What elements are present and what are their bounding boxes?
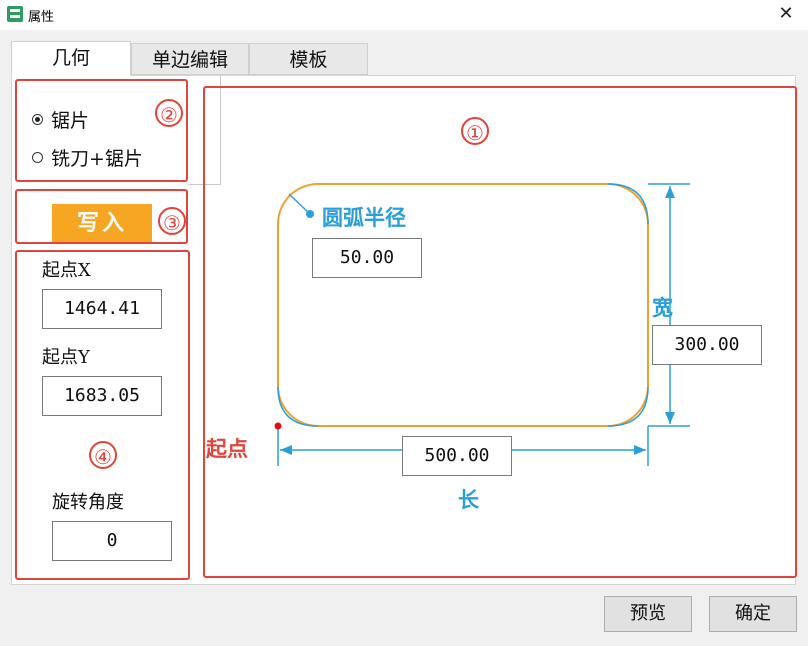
radius-label: 圆弧半径 [322, 205, 406, 230]
rotation-input[interactable]: 0 [52, 521, 172, 561]
position-group-box [15, 250, 190, 580]
length-arrow-left [280, 445, 292, 455]
radio-unchecked-icon[interactable] [32, 152, 43, 163]
width-input[interactable]: 300.00 [652, 325, 762, 365]
write-button[interactable]: 写入 [52, 204, 152, 242]
write-group-box [15, 189, 188, 244]
radius-leader-line [288, 193, 310, 214]
tab-single-edge-edit[interactable]: 单边编辑 [131, 43, 249, 75]
start-y-label: 起点Y [42, 347, 90, 368]
radio-milling-and-saw[interactable]: 铣刀+锯片 [32, 144, 143, 171]
marker-1: ① [461, 117, 489, 145]
radius-leader-dot [306, 210, 314, 218]
radio-saw-blade-label: 锯片 [51, 110, 90, 132]
start-x-input[interactable]: 1464.41 [42, 289, 162, 329]
diagram-group-box [203, 86, 797, 578]
width-label: 宽 [652, 295, 673, 320]
close-button[interactable]: ✕ [778, 3, 794, 24]
radius-input[interactable]: 50.00 [312, 238, 422, 278]
rotation-label: 旋转角度 [52, 492, 124, 513]
length-input[interactable]: 500.00 [402, 436, 512, 476]
title-bar: 属性 ✕ [0, 0, 808, 30]
app-icon [7, 6, 23, 22]
marker-3: ③ [158, 207, 186, 235]
length-label: 长 [458, 487, 479, 512]
radio-checked-icon[interactable] [32, 114, 43, 125]
tab-geometry[interactable]: 几何 [11, 41, 131, 76]
window-title: 属性 [28, 10, 55, 25]
start-x-label: 起点X [42, 260, 91, 281]
confirm-button[interactable]: 确定 [709, 596, 797, 632]
radio-milling-and-saw-label: 铣刀+锯片 [51, 148, 143, 170]
origin-point-dot [274, 422, 282, 430]
preview-button[interactable]: 预览 [604, 596, 692, 632]
corner-arc-bl [277, 386, 319, 427]
rounded-rectangle-shape [277, 183, 649, 427]
mode-group-box [15, 79, 188, 182]
origin-label: 起点 [206, 436, 248, 461]
width-arrow-bottom [665, 412, 675, 424]
corner-arc-br [607, 386, 649, 427]
marker-4: ④ [89, 441, 117, 469]
marker-2: ② [155, 99, 183, 127]
start-y-input[interactable]: 1683.05 [42, 376, 162, 416]
corner-arc-tr [607, 183, 649, 225]
radio-saw-blade[interactable]: 锯片 [32, 106, 89, 133]
group-divider [220, 76, 221, 185]
length-arrow-right [634, 445, 646, 455]
tab-template[interactable]: 模板 [249, 43, 368, 75]
width-arrow-top [665, 186, 675, 198]
